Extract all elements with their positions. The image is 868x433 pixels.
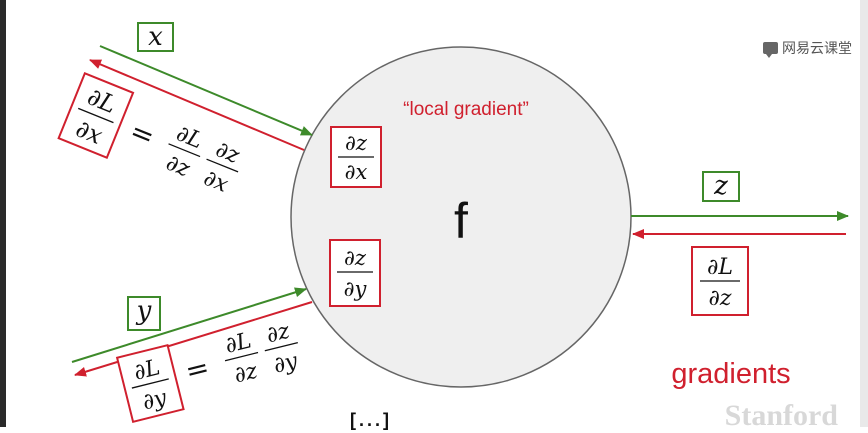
x-variable: x	[148, 22, 163, 52]
y-backward-arrow	[74, 301, 313, 377]
dl-dz-denominator: ∂z	[709, 286, 732, 311]
chain-y-dl2-numerator: ∂L	[223, 328, 254, 359]
chain-y-dz-denominator: ∂z	[232, 359, 261, 389]
x-forward-arrow	[99, 45, 313, 136]
upstream-gradient-dl-dz: ∂L ∂z	[691, 246, 749, 316]
gradients-label: gradients	[671, 358, 790, 390]
local-gradient-caption: “local gradient”	[403, 99, 529, 120]
y-variable: y	[136, 296, 152, 326]
dz-dx-denominator: ∂x	[345, 160, 368, 184]
dl-dz-numerator: ∂L	[707, 255, 733, 280]
z-box	[702, 171, 740, 202]
bottom-partial-text: [...]	[350, 410, 392, 430]
right-edge-strip	[860, 0, 868, 427]
chain-rule-x: ∂L ∂x = ∂L ∂z ∂z ∂x	[57, 72, 243, 198]
chain-x-dx-denominator: ∂x	[200, 166, 232, 198]
dz-dx-numerator: ∂z	[345, 131, 368, 155]
chain-y-dz-numerator: ∂z	[264, 319, 293, 349]
chat-bubble-icon	[763, 42, 778, 58]
local-gradient-dz-dy: ∂z ∂y	[329, 239, 381, 307]
dz-dy-denominator: ∂y	[344, 277, 368, 301]
chain-y-dy-denominator: ∂y	[271, 349, 301, 379]
chain-x-dz-denominator: ∂z	[162, 151, 193, 183]
x-backward-arrow	[89, 59, 305, 151]
x-box	[137, 22, 174, 52]
stanford-watermark: Stanford	[724, 399, 838, 432]
node-label: f	[454, 193, 468, 249]
dz-dy-numerator: ∂z	[344, 246, 367, 270]
chain-y-equals: =	[182, 350, 213, 388]
chain-x-dl2-numerator: ∂L	[173, 121, 206, 154]
chain-x-dz-numerator: ∂z	[212, 137, 243, 169]
local-gradient-dz-dx: ∂z ∂x	[330, 126, 382, 188]
netease-watermark: 网易云课堂	[763, 38, 852, 58]
chain-y-dl-numerator: ∂L	[131, 355, 162, 386]
y-box	[127, 296, 161, 331]
watermark-text: 网易云课堂	[782, 41, 852, 57]
y-forward-arrow	[71, 287, 307, 363]
chain-x-equals: =	[125, 114, 159, 153]
z-variable: z	[713, 171, 728, 201]
left-edge-strip	[0, 0, 6, 427]
